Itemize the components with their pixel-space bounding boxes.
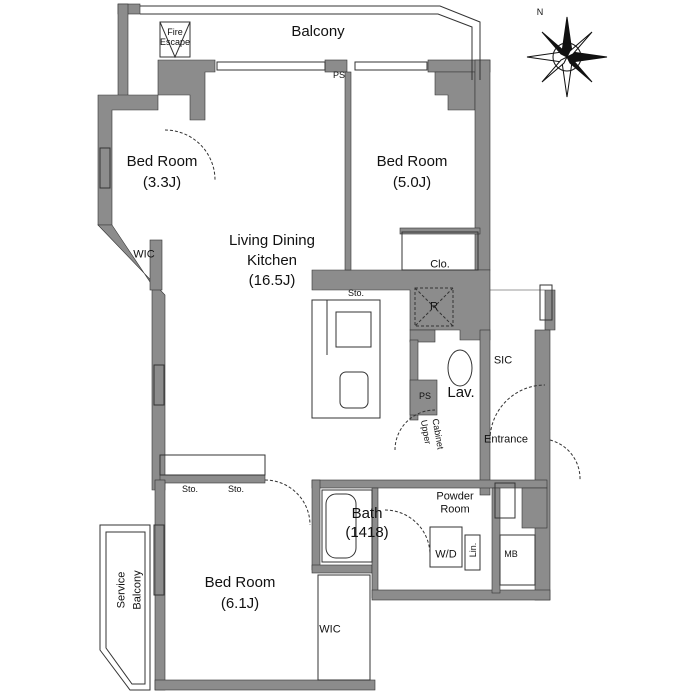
wic-top-label: WIC bbox=[133, 248, 155, 261]
powder-room-label-2: Room bbox=[440, 503, 470, 516]
bedroom-3-3-size: (3.3J) bbox=[142, 174, 182, 191]
bedroom-5-0-name: Bed Room bbox=[376, 153, 448, 170]
lavatory-label: Lav. bbox=[447, 384, 475, 401]
balcony-label: Balcony bbox=[291, 23, 345, 40]
linen-label: Lin. bbox=[468, 542, 478, 558]
bath-name: Bath bbox=[351, 505, 383, 522]
bath-size: (1418) bbox=[345, 524, 389, 541]
bedroom-5-0-size: (5.0J) bbox=[392, 174, 432, 191]
bedroom-6-1-size: (6.1J) bbox=[220, 595, 260, 612]
ldk-label-2: Kitchen bbox=[246, 252, 298, 269]
powder-room-label-1: Powder bbox=[436, 490, 474, 503]
bedroom-6-1-name: Bed Room bbox=[204, 574, 276, 591]
ps-mid-label: PS bbox=[418, 391, 432, 401]
storage-1-label: Sto. bbox=[181, 484, 199, 494]
walls bbox=[97, 3, 556, 691]
fixtures bbox=[99, 5, 581, 691]
compass-north-label: N bbox=[536, 7, 544, 17]
ldk-label-1: Living Dining bbox=[229, 232, 315, 249]
sic-label: SIC bbox=[493, 354, 513, 367]
fire-escape-label-1: Fire bbox=[167, 27, 183, 37]
fire-escape-label-2: Escape bbox=[159, 37, 191, 47]
wic-bottom-label: WIC bbox=[319, 623, 341, 636]
mb-label: MB bbox=[504, 549, 518, 559]
closet-label: Clo. bbox=[430, 258, 450, 271]
kitchen-storage-label: Sto. bbox=[347, 288, 365, 298]
storage-2-label: Sto. bbox=[227, 484, 245, 494]
service-balcony-label-2: Balcony bbox=[131, 570, 144, 610]
refrigerator-label: R bbox=[430, 300, 438, 313]
ps-top-label: PS bbox=[332, 70, 346, 80]
bedroom-3-3-name: Bed Room bbox=[126, 153, 198, 170]
compass-rose-icon bbox=[526, 16, 608, 98]
ldk-size: (16.5J) bbox=[248, 272, 296, 289]
service-balcony-label-1: Service bbox=[115, 571, 128, 609]
entrance-label: Entrance bbox=[483, 433, 529, 446]
washer-dryer-label: W/D bbox=[435, 548, 457, 561]
